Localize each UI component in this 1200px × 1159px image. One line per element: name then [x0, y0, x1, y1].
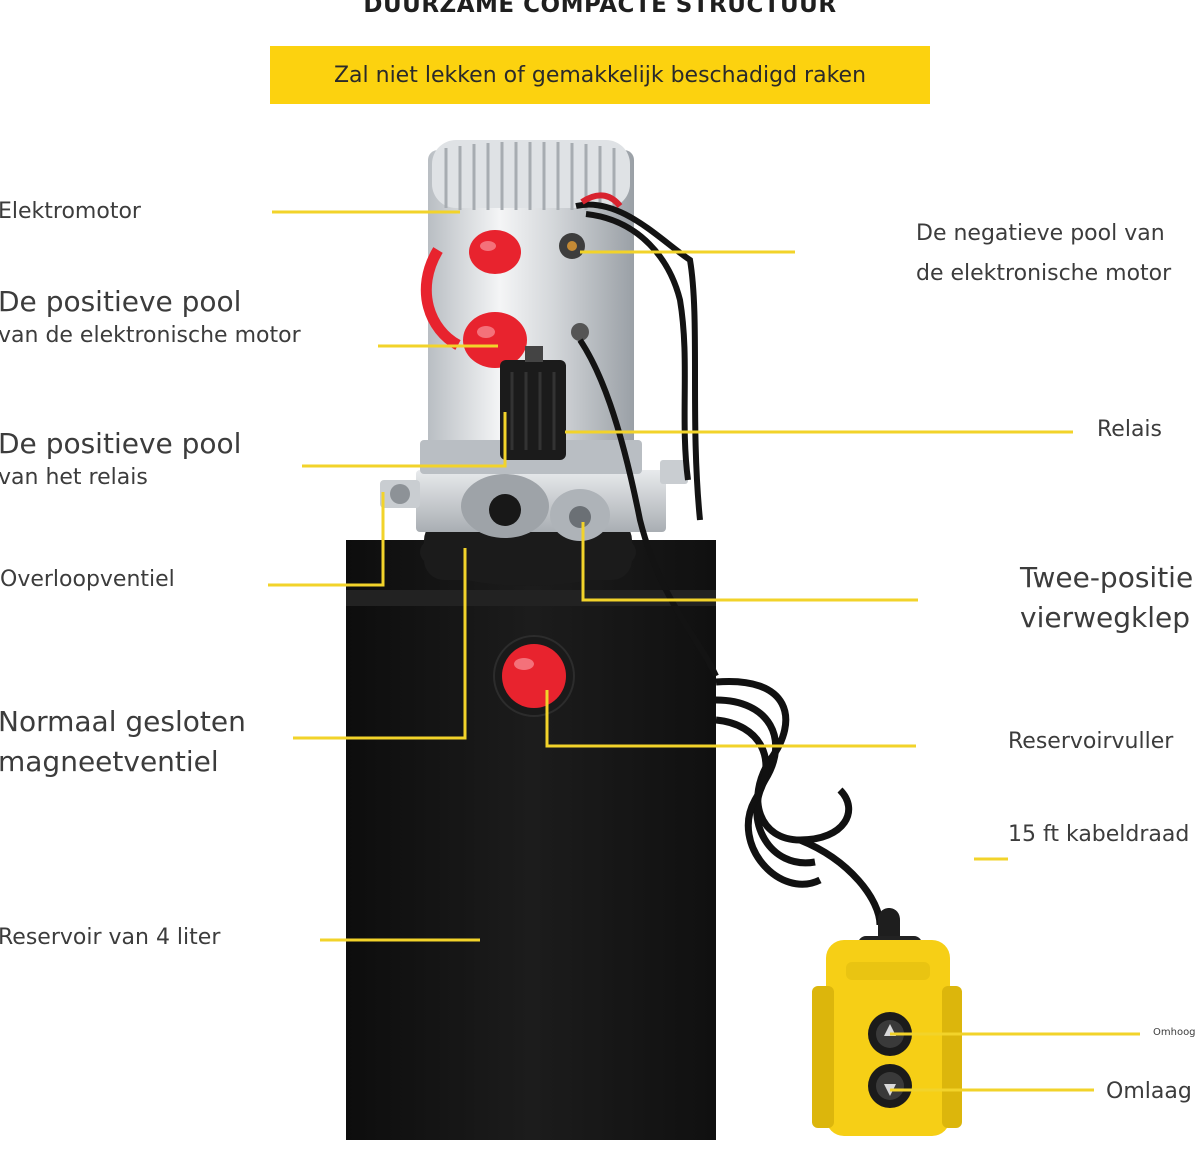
cable-coil [715, 677, 884, 926]
label-overflow-valve: Overloopventiel [0, 560, 175, 600]
label-solenoid-valve: Normaal gesloten magneetventiel [0, 702, 246, 782]
label-cable-text: 15 ft kabeldraad [1008, 822, 1190, 847]
label-solenoid-valve-line2: magneetventiel [0, 745, 219, 778]
label-positive-motor-line2: van de elektronische motor [0, 323, 301, 348]
reservoir-filler-cap [493, 635, 575, 717]
headline-banner: Zal niet lekken of gemakkelijk beschadig… [270, 46, 930, 104]
label-positive-relay: De positieve pool van het relais [0, 424, 241, 492]
label-relay-text: Relais [1097, 417, 1163, 442]
oil-reservoir-tank [346, 540, 716, 1140]
label-up: Omhoog [1153, 1027, 1196, 1039]
label-reservoir-filler: Reservoirvuller [1008, 722, 1173, 762]
remote-pendant [812, 908, 962, 1136]
terminal-caps [420, 230, 589, 368]
leader-four-way-valve [581, 522, 918, 602]
relay-solenoid [500, 346, 566, 460]
label-negative-motor-line1: De negatieve pool van [916, 221, 1165, 246]
label-four-way-valve: Twee-positie vierwegklep [1020, 558, 1193, 638]
label-solenoid-valve-line1: Normaal gesloten [0, 705, 246, 738]
label-reservoir-filler-text: Reservoirvuller [1008, 729, 1174, 754]
label-four-way-valve-line1: Twee-positie [1020, 561, 1194, 594]
label-negative-motor-line2: de elektronische motor [916, 261, 1172, 286]
leader-reservoir-filler [545, 690, 916, 748]
motor-wires [575, 192, 719, 678]
page-title: DUURZAME COMPACTE STRUCTUUR [363, 0, 837, 18]
leader-solenoid-valve [293, 548, 467, 740]
label-relay: Relais [1097, 410, 1162, 450]
label-reservoir: Reservoir van 4 liter [0, 918, 220, 958]
label-elektromotor: Elektromotor [0, 192, 141, 232]
label-up-text: Omhoog [1153, 1027, 1196, 1038]
electric-motor [420, 140, 642, 474]
label-positive-relay-line1: De positieve pool [0, 427, 242, 460]
label-four-way-valve-line2: vierwegklep [1020, 601, 1190, 634]
label-positive-motor: De positieve pool van de elektronische m… [0, 282, 301, 350]
leader-overflow-valve [268, 492, 385, 587]
leader-lines [268, 210, 1140, 1092]
headline-banner-text: Zal niet lekken of gemakkelijk beschadig… [333, 62, 867, 88]
label-down: Omlaag [1106, 1072, 1192, 1112]
label-reservoir-text: Reservoir van 4 liter [0, 925, 221, 950]
label-positive-relay-line2: van het relais [0, 465, 148, 490]
tank-top-edge [346, 590, 716, 606]
leader-positive-relay [302, 412, 507, 468]
label-overflow-valve-text: Overloopventiel [0, 567, 175, 592]
label-elektromotor-text: Elektromotor [0, 199, 141, 224]
label-cable: 15 ft kabeldraad [1008, 815, 1189, 855]
label-down-text: Omlaag [1106, 1079, 1192, 1104]
label-negative-motor: De negatieve pool van de elektronische m… [916, 214, 1171, 294]
label-positive-motor-line1: De positieve pool [0, 285, 242, 318]
